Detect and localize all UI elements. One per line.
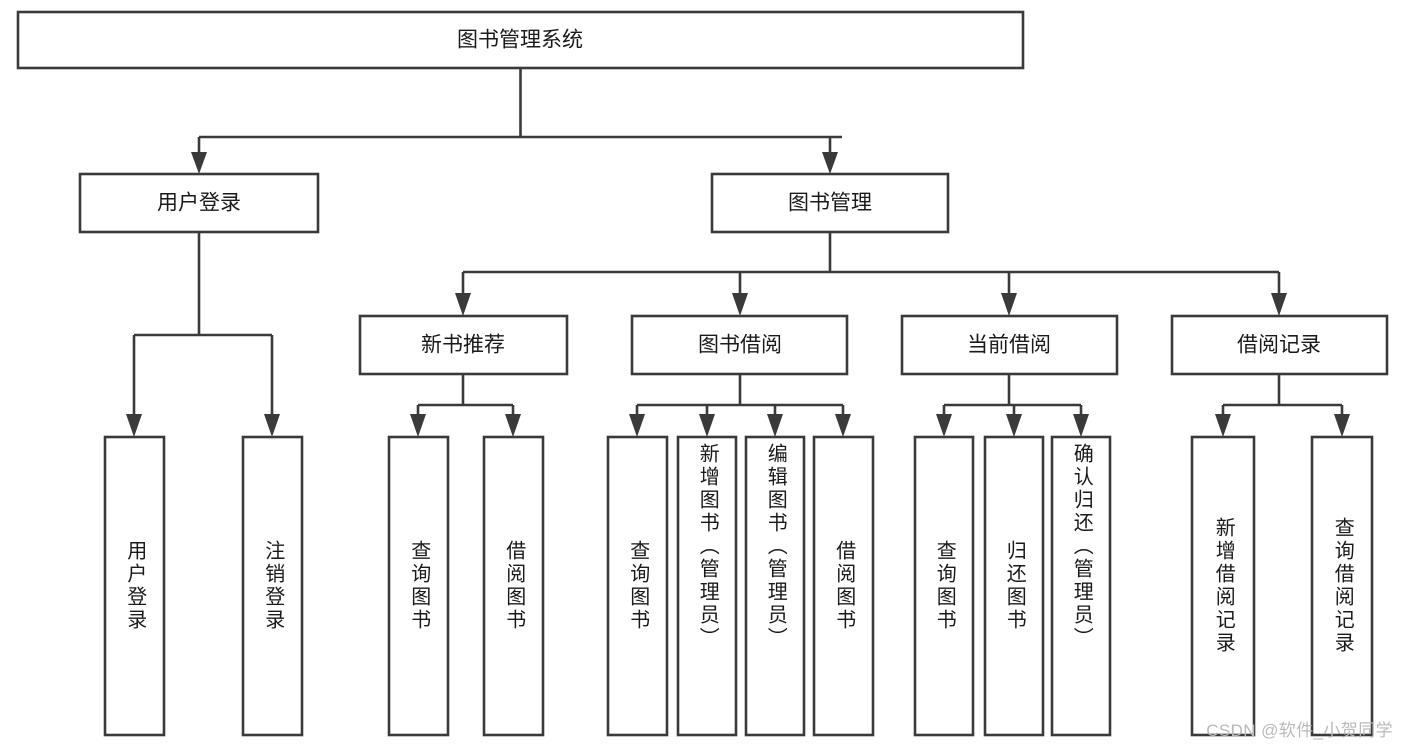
node-book-borrow-label: 图书借阅 xyxy=(698,334,782,357)
node-new-book-recommend-label: 新书推荐 xyxy=(421,334,505,357)
node-borrow-record-label: 借阅记录 xyxy=(1237,334,1321,357)
node-root[interactable]: 图书管理系统 xyxy=(16,10,1025,70)
arrow-head-leaf-borrow-book-2 xyxy=(835,414,851,437)
leaf-box-edit-book[interactable] xyxy=(744,435,806,737)
arrow-head-current-borrow xyxy=(1001,293,1017,316)
leaf-box-return-book[interactable] xyxy=(983,435,1045,737)
arrow-head-new-book-recommend xyxy=(455,293,471,316)
arrow-head-leaf-query-book-2 xyxy=(629,414,645,437)
leaf-box-borrow-book-1[interactable] xyxy=(482,435,545,737)
arrow-head-leaf-add-book xyxy=(699,414,715,437)
node-borrow-record[interactable]: 借阅记录 xyxy=(1170,314,1389,376)
arrow-head-leaf-edit-book xyxy=(767,414,783,437)
arrow-head-borrow-record xyxy=(1271,293,1287,316)
node-book-management-label: 图书管理 xyxy=(788,192,872,215)
arrow-head-leaf-query-record xyxy=(1334,414,1350,437)
leaf-box-user-login[interactable] xyxy=(103,435,166,737)
leaf-box-add-record[interactable] xyxy=(1190,435,1256,737)
watermark-text: CSDN @软件_小贺同学 xyxy=(1206,721,1393,740)
leaf-box-borrow-book-2[interactable] xyxy=(812,435,875,737)
arrow-head-leaf-query-book-3 xyxy=(936,414,952,437)
leaf-box-query-book-2[interactable] xyxy=(606,435,669,737)
arrow-head-leaf-user-login xyxy=(126,414,142,437)
leaf-box-query-record[interactable] xyxy=(1310,435,1374,737)
node-user-login[interactable]: 用户登录 xyxy=(78,172,320,234)
leaf-box-query-book-1[interactable] xyxy=(387,435,450,737)
arrow-head-leaf-return-book xyxy=(1006,414,1022,437)
leaf-box-add-book[interactable] xyxy=(676,435,738,737)
arrow-head-leaf-query-book-1 xyxy=(410,414,426,437)
leaf-box-logout-login[interactable] xyxy=(241,435,304,737)
node-new-book-recommend[interactable]: 新书推荐 xyxy=(358,314,569,376)
arrow-head-leaf-borrow-book-1 xyxy=(505,414,521,437)
leaf-box-query-book-3[interactable] xyxy=(913,435,975,737)
node-user-login-label: 用户登录 xyxy=(157,192,241,215)
arrow-head-user-login xyxy=(191,152,207,174)
arrow-head-leaf-logout-login xyxy=(264,414,280,437)
node-book-management[interactable]: 图书管理 xyxy=(710,172,950,234)
arrow-head-leaf-confirm-return xyxy=(1073,414,1089,437)
arrow-head-leaf-add-record xyxy=(1215,414,1231,437)
connector-layer xyxy=(126,68,1350,437)
node-root-label: 图书管理系统 xyxy=(457,29,583,52)
node-layer: 图书管理系统 用户登录 图书管理 新书推荐 图书借阅 当前 xyxy=(16,10,1389,737)
node-current-borrow[interactable]: 当前借阅 xyxy=(900,314,1119,376)
node-current-borrow-label: 当前借阅 xyxy=(967,334,1051,357)
leaf-box-confirm-return[interactable] xyxy=(1050,435,1112,737)
node-book-borrow[interactable]: 图书借阅 xyxy=(630,314,849,376)
arrow-head-book-management xyxy=(822,152,838,174)
arrow-head-book-borrow xyxy=(732,293,748,316)
